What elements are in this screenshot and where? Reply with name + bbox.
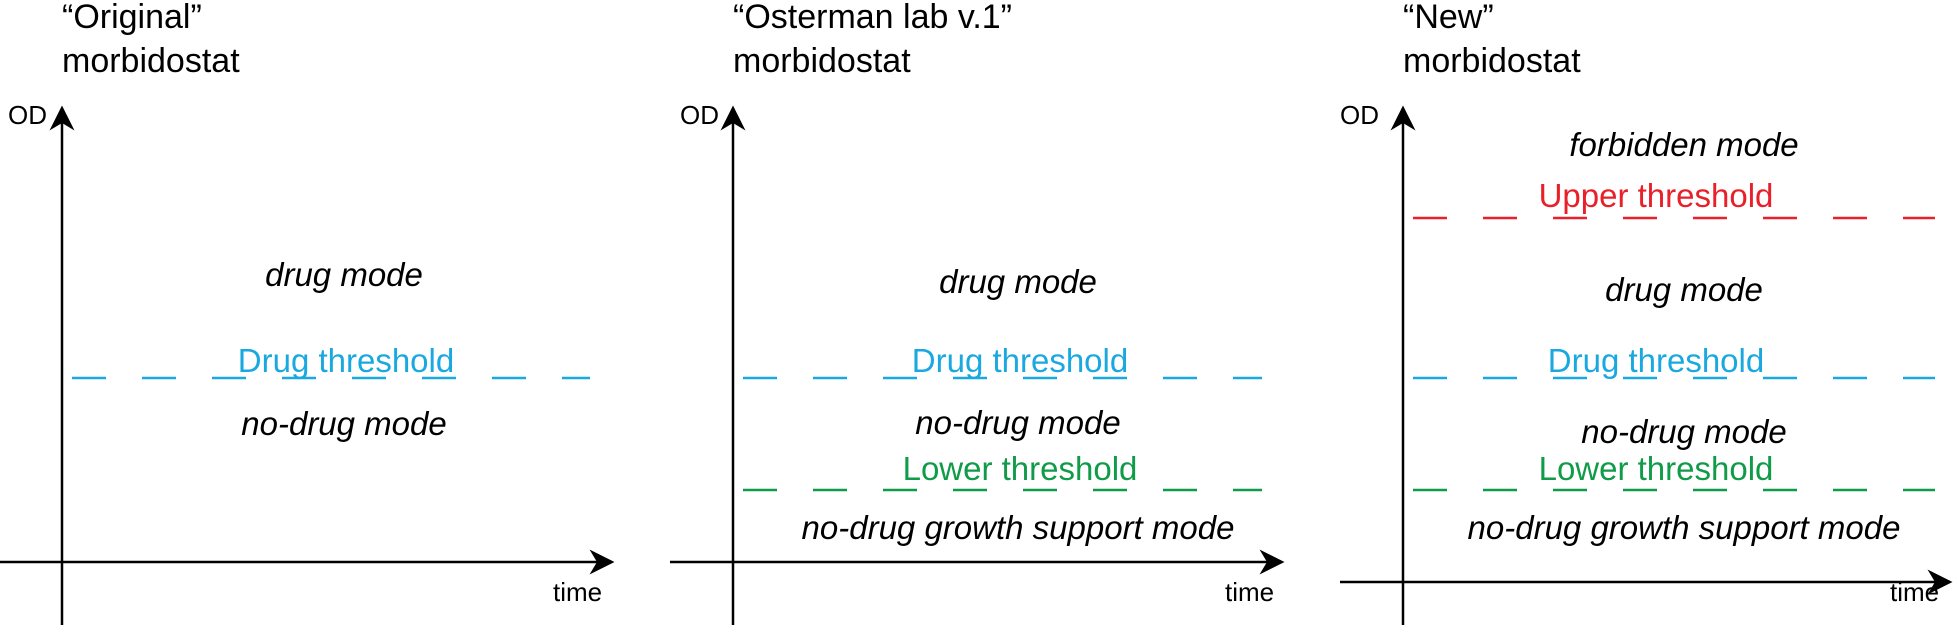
drug-threshold-label: Drug threshold	[912, 342, 1128, 379]
drug-mode-label: drug mode	[265, 256, 423, 293]
panel-osterman: “Osterman lab v.1” morbidostat OD time D…	[670, 0, 1285, 625]
no-drug-mode-label: no-drug mode	[241, 405, 446, 442]
growth-support-mode-label: no-drug growth support mode	[802, 509, 1235, 546]
upper-threshold-label: Upper threshold	[1539, 177, 1774, 214]
x-axis-label: time	[553, 577, 602, 607]
panel-title-line2: morbidostat	[733, 42, 911, 80]
panel-title-line1: “Osterman lab v.1”	[733, 0, 1012, 36]
panel-original: “Original” morbidostat OD time Drug thre…	[0, 0, 615, 625]
drug-mode-label: drug mode	[1605, 271, 1763, 308]
y-axis-label: OD	[680, 100, 719, 130]
panel-title-line2: morbidostat	[62, 42, 240, 80]
y-axis-label: OD	[1340, 100, 1379, 130]
x-axis-label: time	[1225, 577, 1274, 607]
panel-title-line1: “New”	[1403, 0, 1494, 36]
forbidden-mode-label: forbidden mode	[1569, 126, 1798, 163]
panel-new: “New” morbidostat OD time Upper threshol…	[1340, 0, 1953, 625]
lower-threshold-label: Lower threshold	[1539, 450, 1774, 487]
panel-title-line2: morbidostat	[1403, 42, 1581, 80]
drug-threshold-label: Drug threshold	[238, 342, 454, 379]
no-drug-mode-label: no-drug mode	[1581, 413, 1786, 450]
drug-threshold-label: Drug threshold	[1548, 342, 1764, 379]
y-axis-label: OD	[8, 100, 47, 130]
drug-mode-label: drug mode	[939, 263, 1097, 300]
lower-threshold-label: Lower threshold	[903, 450, 1138, 487]
growth-support-mode-label: no-drug growth support mode	[1468, 509, 1901, 546]
no-drug-mode-label: no-drug mode	[915, 404, 1120, 441]
panel-title-line1: “Original”	[62, 0, 202, 36]
x-axis-label: time	[1890, 577, 1939, 607]
